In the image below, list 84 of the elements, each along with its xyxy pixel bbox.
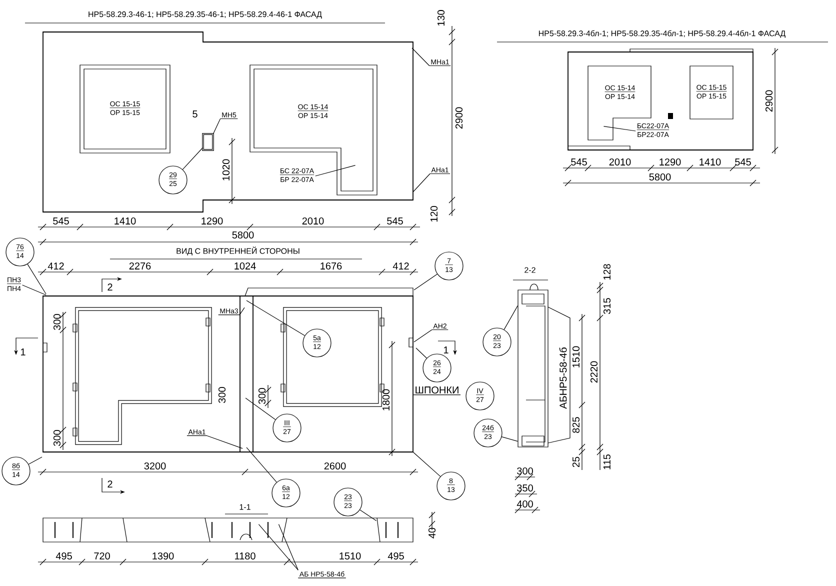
leader-line xyxy=(501,436,518,442)
dimension-text: 400 xyxy=(516,500,533,508)
dimension-text: 495 xyxy=(388,552,404,560)
dimension-text: 315 xyxy=(603,298,611,314)
leader-line xyxy=(245,398,276,420)
dimension-text: 825 xyxy=(572,417,580,433)
leader-line xyxy=(412,173,430,192)
leader-line xyxy=(412,452,441,477)
dimension-text: 412 xyxy=(392,262,409,270)
dimension-text: 2276 xyxy=(129,262,151,270)
dimension-text: 495 xyxy=(56,552,72,560)
dimension-text: 1676 xyxy=(320,262,342,270)
leader-line xyxy=(258,524,298,570)
dimension-text: 1290 xyxy=(202,217,223,225)
leader-line xyxy=(315,165,356,176)
leader-line xyxy=(412,48,430,66)
leader-line xyxy=(414,274,438,290)
dimension-text: 2010 xyxy=(302,217,324,225)
dimension-text: 115 xyxy=(604,454,610,470)
dimension-text: 1024 xyxy=(234,262,256,270)
leader-line xyxy=(603,126,636,132)
dimension-text: 1390 xyxy=(152,552,174,560)
section-mark: 1 xyxy=(21,348,26,356)
section-title: 1-1 xyxy=(240,504,250,510)
dimension-text: 545 xyxy=(735,158,751,166)
dimension-text: 300 xyxy=(53,430,61,446)
embedded-part xyxy=(202,133,214,151)
leader-line xyxy=(213,118,221,134)
dimension-text: 545 xyxy=(571,158,587,166)
dimension-text: 120 xyxy=(430,206,438,222)
dimension-text: 1510 xyxy=(340,552,361,560)
leader-line xyxy=(278,524,298,570)
leader-line xyxy=(414,329,432,342)
heading: НР5-58.29.3-4бл-1; НР5-58.29.35-4бл-1; НР5-58.29.4-4бл-1 ФАСАД xyxy=(538,30,786,38)
dimension-text: 300 xyxy=(53,314,61,330)
leader-line xyxy=(206,435,243,449)
dimension-text: 2900 xyxy=(455,107,463,129)
dimension-text: 1410 xyxy=(700,158,721,166)
dimension-text: 25 xyxy=(572,456,580,468)
dimension-text: 1510 xyxy=(572,346,580,368)
dimension-text: 1020 xyxy=(222,159,230,180)
dimension-text: 545 xyxy=(387,218,403,224)
dimension-text: 2600 xyxy=(324,462,346,470)
dimension-text: 350 xyxy=(517,484,533,492)
dimension-text: 1410 xyxy=(114,217,136,225)
dimension-text: 1180 xyxy=(235,552,256,560)
leader-line xyxy=(182,147,203,170)
section-outline xyxy=(518,290,548,448)
leader-line xyxy=(28,456,42,465)
section-title: 2-2 xyxy=(524,267,536,273)
dimension-text: 412 xyxy=(48,262,64,270)
dimension-text: 2900 xyxy=(765,90,773,112)
leader-line xyxy=(27,264,46,294)
dimension-text: 5 xyxy=(192,110,198,118)
leader-line xyxy=(246,447,277,482)
leader-line xyxy=(22,284,46,296)
part-label: АБНР5-58-4б xyxy=(559,348,567,409)
section-mark: 1 xyxy=(444,346,448,354)
dimension-text: 3200 xyxy=(144,462,166,470)
leader-line xyxy=(239,307,245,316)
section-mark: 2 xyxy=(108,480,112,488)
leader-line xyxy=(360,510,377,521)
leader-line xyxy=(504,305,518,330)
dimension-text: 1290 xyxy=(660,158,681,166)
heading: ВИД С ВНУТРЕННЕЙ СТОРОНЫ xyxy=(176,246,300,256)
leader-line xyxy=(246,300,306,336)
dimension-text: 300 xyxy=(517,467,533,475)
heading: НР5-58.29.3-46-1; НР5-58.29.35-46-1; НР5-58.29.4-46-1 ФАСАД xyxy=(88,11,322,19)
dimension-text: 128 xyxy=(603,264,611,280)
dimension-text: 300 xyxy=(218,387,226,403)
leader-line xyxy=(416,348,427,358)
dimension-text: 300 xyxy=(258,388,266,404)
dimension-text: 5800 xyxy=(232,231,254,239)
column-strip xyxy=(240,296,254,452)
dimension-text: 40 xyxy=(428,528,436,538)
dimension-text: 130 xyxy=(437,10,445,26)
section-mark: 2 xyxy=(108,284,112,290)
dimension-text: 720 xyxy=(94,552,110,560)
dimension-text: 5800 xyxy=(649,173,671,181)
dimension-text: 2010 xyxy=(609,158,631,166)
dimension-text: 2220 xyxy=(590,361,598,383)
part-label: ШПОНКИ xyxy=(413,386,461,396)
dimension-text: 1800 xyxy=(382,389,390,410)
dimension-text: 545 xyxy=(53,218,69,224)
